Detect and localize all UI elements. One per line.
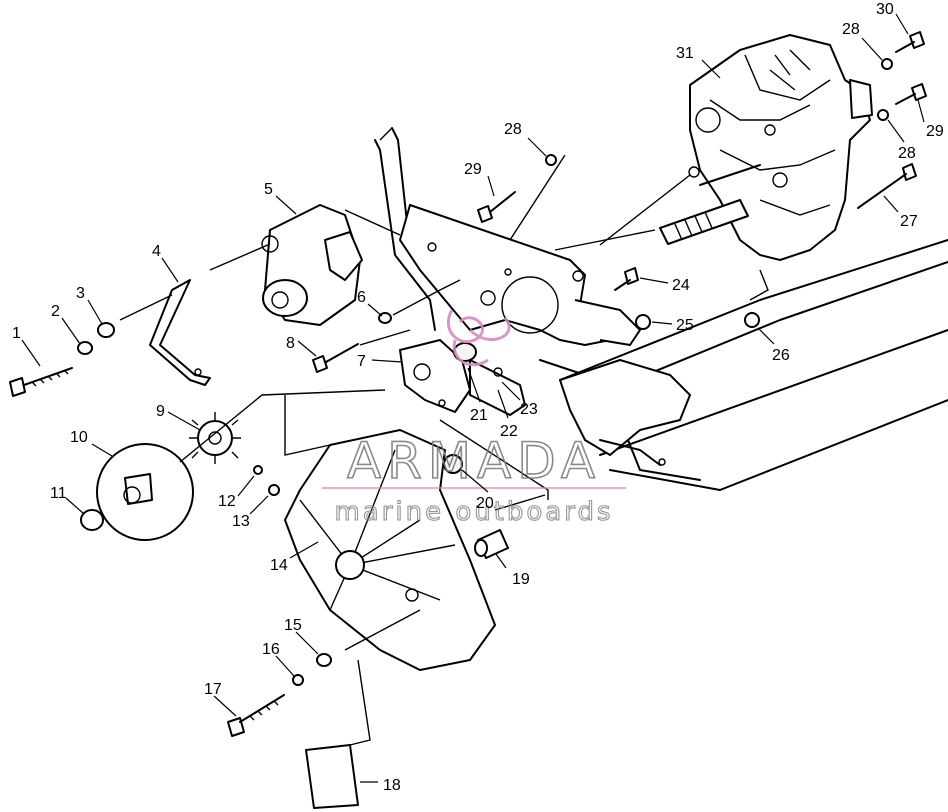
watermark: ARMADA marine outboards	[322, 309, 626, 528]
belt-guard	[284, 429, 496, 671]
callout-3: 3	[76, 285, 85, 302]
callout-29-center: 29	[464, 161, 482, 178]
callout-labels: 1 2 3 4 5 6 7 8 9 10 11 12 13 14 15 16 1…	[12, 1, 944, 794]
callout-27: 27	[900, 213, 918, 230]
watermark-tagline: marine outboards	[334, 497, 613, 527]
support-bracket	[559, 359, 691, 466]
callout-2: 2	[51, 303, 60, 320]
callout-14: 14	[270, 557, 288, 574]
starter-motor	[261, 204, 363, 326]
sprocket	[189, 412, 241, 464]
cam-plate	[399, 339, 471, 413]
callout-25: 25	[676, 317, 694, 334]
callout-31: 31	[676, 45, 694, 62]
adjuster-assembly	[453, 342, 526, 416]
callout-10: 10	[70, 429, 88, 446]
watermark-logo	[446, 309, 511, 367]
mounting-plate	[399, 204, 641, 346]
callout-12: 12	[218, 493, 236, 510]
leader-lines	[21, 13, 925, 783]
watermark-brand: ARMADA	[347, 432, 601, 490]
callout-23: 23	[520, 401, 538, 418]
bracket-4	[149, 279, 211, 386]
callout-18: 18	[383, 777, 401, 794]
callout-13: 13	[232, 513, 250, 530]
callout-19: 19	[512, 571, 530, 588]
callout-26: 26	[772, 347, 790, 364]
callout-1: 1	[12, 325, 21, 342]
callout-11: 11	[50, 485, 67, 502]
callout-4: 4	[152, 243, 161, 260]
callout-22: 22	[500, 423, 518, 440]
callout-9: 9	[156, 403, 165, 420]
callout-16: 16	[262, 641, 280, 658]
callout-15: 15	[284, 617, 302, 634]
callout-21: 21	[470, 407, 488, 424]
callout-24: 24	[672, 277, 690, 294]
splined-shaft	[659, 164, 761, 245]
callout-17: 17	[204, 681, 222, 698]
pulley-disc	[96, 443, 194, 541]
alignment-lines	[119, 154, 769, 746]
callout-30: 30	[876, 1, 894, 18]
callout-20: 20	[476, 495, 494, 512]
fasteners	[9, 31, 927, 809]
callout-5: 5	[264, 181, 273, 198]
callout-7: 7	[357, 353, 366, 370]
callout-28-center: 28	[504, 121, 522, 138]
callout-6: 6	[357, 289, 366, 306]
callout-28-top: 28	[842, 21, 860, 38]
callout-8: 8	[286, 335, 295, 352]
callout-28-right: 28	[898, 145, 916, 162]
callout-29-right: 29	[926, 123, 944, 140]
